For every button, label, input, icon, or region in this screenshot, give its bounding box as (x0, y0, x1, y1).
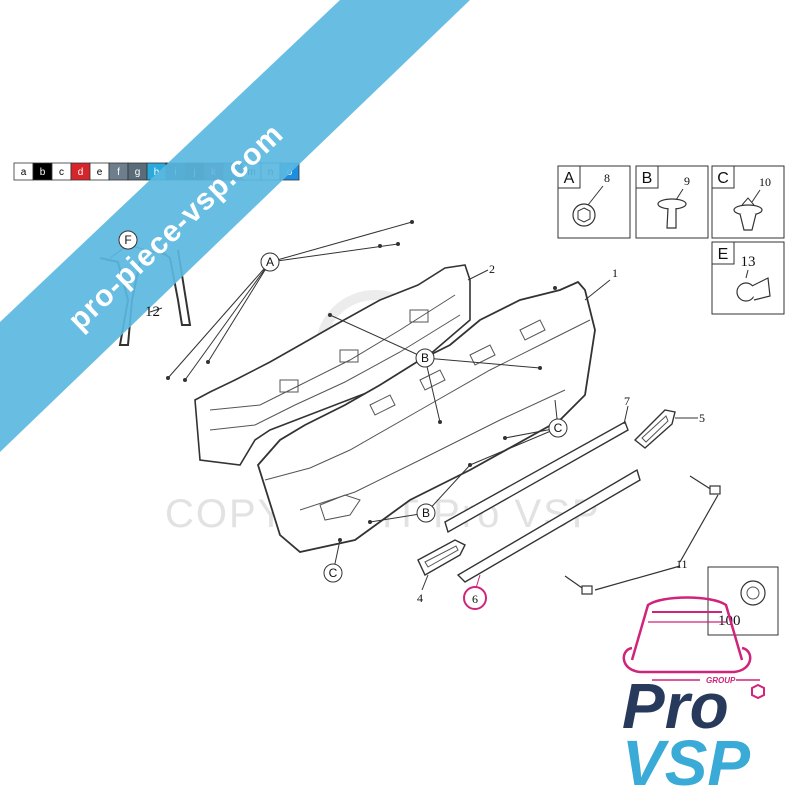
palette-cell-g: g (127, 162, 148, 181)
label-12: 12 (145, 304, 160, 320)
part-5-reflector (633, 409, 676, 449)
palette-label: d (78, 167, 84, 178)
legend-box-C: C 10 (711, 165, 785, 239)
fastener-dots (166, 220, 557, 542)
svg-text:10: 10 (759, 175, 771, 189)
label-11: 11 (676, 557, 688, 571)
palette-cell-d: d (70, 162, 91, 181)
svg-text:B: B (422, 506, 430, 520)
palette-cell-e: e (89, 162, 110, 181)
legend-box-B: B 9 (635, 165, 709, 239)
svg-text:13: 13 (741, 254, 756, 270)
leader-lines (167, 221, 559, 574)
svg-text:C: C (717, 170, 729, 187)
label-7: 7 (624, 394, 630, 408)
palette-cell-b: b (32, 162, 53, 181)
clip-icon (733, 204, 763, 216)
logo-vsp-text: VSP (622, 727, 750, 799)
palette-label: h (154, 167, 160, 178)
part-100-box: 100 (707, 566, 779, 636)
palette-cell-a: a (13, 162, 34, 181)
callout-C-lower: C (323, 563, 343, 583)
svg-text:A: A (564, 170, 575, 187)
svg-text:A: A (266, 255, 274, 269)
part-4-reflector (417, 539, 466, 576)
palette-label: g (135, 167, 141, 178)
logo-group-text: GROUP (706, 676, 736, 685)
label-100: 100 (718, 613, 741, 629)
hexagon-icon (751, 683, 765, 700)
legend-box-A: A 8 (557, 165, 631, 239)
svg-text:C: C (329, 566, 338, 580)
svg-text:E: E (718, 246, 729, 263)
palette-label: f (117, 167, 120, 178)
fastener-legend: A 8 B 9 C 10 E 1 (557, 165, 785, 315)
palette-cell-f: f (108, 162, 129, 181)
svg-text:F: F (124, 233, 131, 247)
part-7-trim-strip (444, 420, 629, 534)
nut-icon (572, 203, 596, 227)
part-11-harness (564, 475, 721, 595)
label-2: 2 (489, 262, 495, 276)
svg-text:B: B (642, 170, 653, 187)
grommet-icon (740, 580, 766, 606)
label-6: 6 (472, 592, 478, 606)
screw-icon (657, 198, 687, 210)
banner-text: pro-piece-vsp.com (62, 117, 290, 337)
svg-text:9: 9 (684, 174, 690, 188)
callout-F: F (118, 230, 138, 250)
palette-label: a (21, 167, 27, 178)
part-2-beam (194, 264, 471, 466)
logo-pro-text: Pro (622, 670, 729, 742)
palette-cell-c: c (51, 162, 72, 181)
legend-box-E: E 13 (711, 241, 785, 315)
callout-A: A (260, 252, 280, 272)
palette-label: e (97, 167, 103, 178)
part-6-trim-strip (456, 468, 641, 583)
callout-B-upper: B (415, 348, 435, 368)
svg-text:8: 8 (604, 171, 610, 185)
car-outline-icon (630, 596, 744, 661)
callout-B-lower: B (416, 503, 436, 523)
svg-text:C: C (554, 421, 563, 435)
palette-label: b (40, 167, 46, 178)
callout-C-right: C (548, 418, 568, 438)
label-4: 4 (417, 591, 423, 605)
label-5: 5 (699, 411, 705, 425)
part-1-bumper (256, 280, 596, 553)
provsp-logo: GROUP Pro VSP (622, 596, 765, 799)
palette-label: c (59, 167, 64, 178)
label-1: 1 (612, 266, 618, 280)
svg-text:B: B (421, 351, 429, 365)
highlight-ring-6 (463, 586, 487, 610)
